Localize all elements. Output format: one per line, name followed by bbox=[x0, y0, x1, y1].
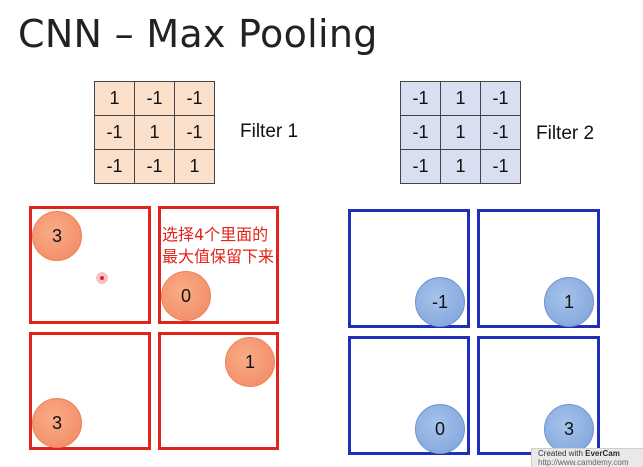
matrix-cell: 1 bbox=[440, 115, 481, 150]
max-value-circle: 0 bbox=[415, 404, 465, 454]
matrix-cell: 1 bbox=[174, 149, 215, 184]
matrix-cell: -1 bbox=[174, 115, 215, 150]
matrix-cell: -1 bbox=[400, 115, 441, 150]
max-value-circle: -1 bbox=[415, 277, 465, 327]
matrix-cell: -1 bbox=[400, 81, 441, 116]
matrix-cell: -1 bbox=[94, 115, 135, 150]
blue-pool-window bbox=[348, 209, 470, 328]
matrix-cell: -1 bbox=[134, 149, 175, 184]
matrix-cell: -1 bbox=[134, 81, 175, 116]
pointer-dot-icon bbox=[96, 272, 108, 284]
max-value-circle: 1 bbox=[544, 277, 594, 327]
matrix-cell: -1 bbox=[480, 149, 521, 184]
watermark: Created with EverCam http://www.camdemy.… bbox=[531, 448, 643, 467]
matrix-row: -1 -1 1 bbox=[94, 149, 215, 184]
matrix-cell: 1 bbox=[94, 81, 135, 116]
filter-2-label: Filter 2 bbox=[536, 123, 595, 144]
matrix-cell: 1 bbox=[440, 81, 481, 116]
filter-1-label: Filter 1 bbox=[240, 121, 299, 142]
matrix-cell: -1 bbox=[94, 149, 135, 184]
matrix-cell: -1 bbox=[174, 81, 215, 116]
filter-2-matrix: -1 1 -1 -1 1 -1 -1 1 -1 bbox=[400, 81, 521, 184]
annotation-text: 选择4个里面的 最大值保留下来 bbox=[162, 225, 275, 266]
watermark-prefix: Created with bbox=[538, 449, 586, 458]
matrix-cell: -1 bbox=[480, 81, 521, 116]
max-value-circle: 0 bbox=[161, 271, 211, 321]
max-value-circle: 3 bbox=[32, 398, 82, 448]
matrix-row: -1 1 -1 bbox=[400, 149, 521, 184]
red-pool-window bbox=[29, 332, 151, 450]
max-value-circle: 3 bbox=[544, 404, 594, 454]
watermark-url: http://www.camdemy.com bbox=[538, 458, 629, 467]
matrix-row: -1 1 -1 bbox=[94, 115, 215, 150]
red-pool-window bbox=[29, 206, 151, 324]
red-pool-window bbox=[158, 206, 279, 324]
matrix-row: -1 1 -1 bbox=[400, 115, 521, 150]
red-pool-window bbox=[158, 332, 279, 450]
watermark-brand: EverCam bbox=[585, 449, 620, 458]
matrix-row: -1 1 -1 bbox=[400, 81, 521, 116]
matrix-cell: -1 bbox=[400, 149, 441, 184]
filter-1-matrix: 1 -1 -1 -1 1 -1 -1 -1 1 bbox=[94, 81, 215, 184]
matrix-row: 1 -1 -1 bbox=[94, 81, 215, 116]
matrix-cell: 1 bbox=[134, 115, 175, 150]
matrix-cell: -1 bbox=[480, 115, 521, 150]
matrix-cell: 1 bbox=[440, 149, 481, 184]
blue-pool-window bbox=[477, 209, 600, 328]
max-value-circle: 1 bbox=[225, 337, 275, 387]
max-value-circle: 3 bbox=[32, 211, 82, 261]
blue-pool-window bbox=[348, 336, 470, 455]
slide-title: CNN – Max Pooling bbox=[18, 12, 378, 56]
